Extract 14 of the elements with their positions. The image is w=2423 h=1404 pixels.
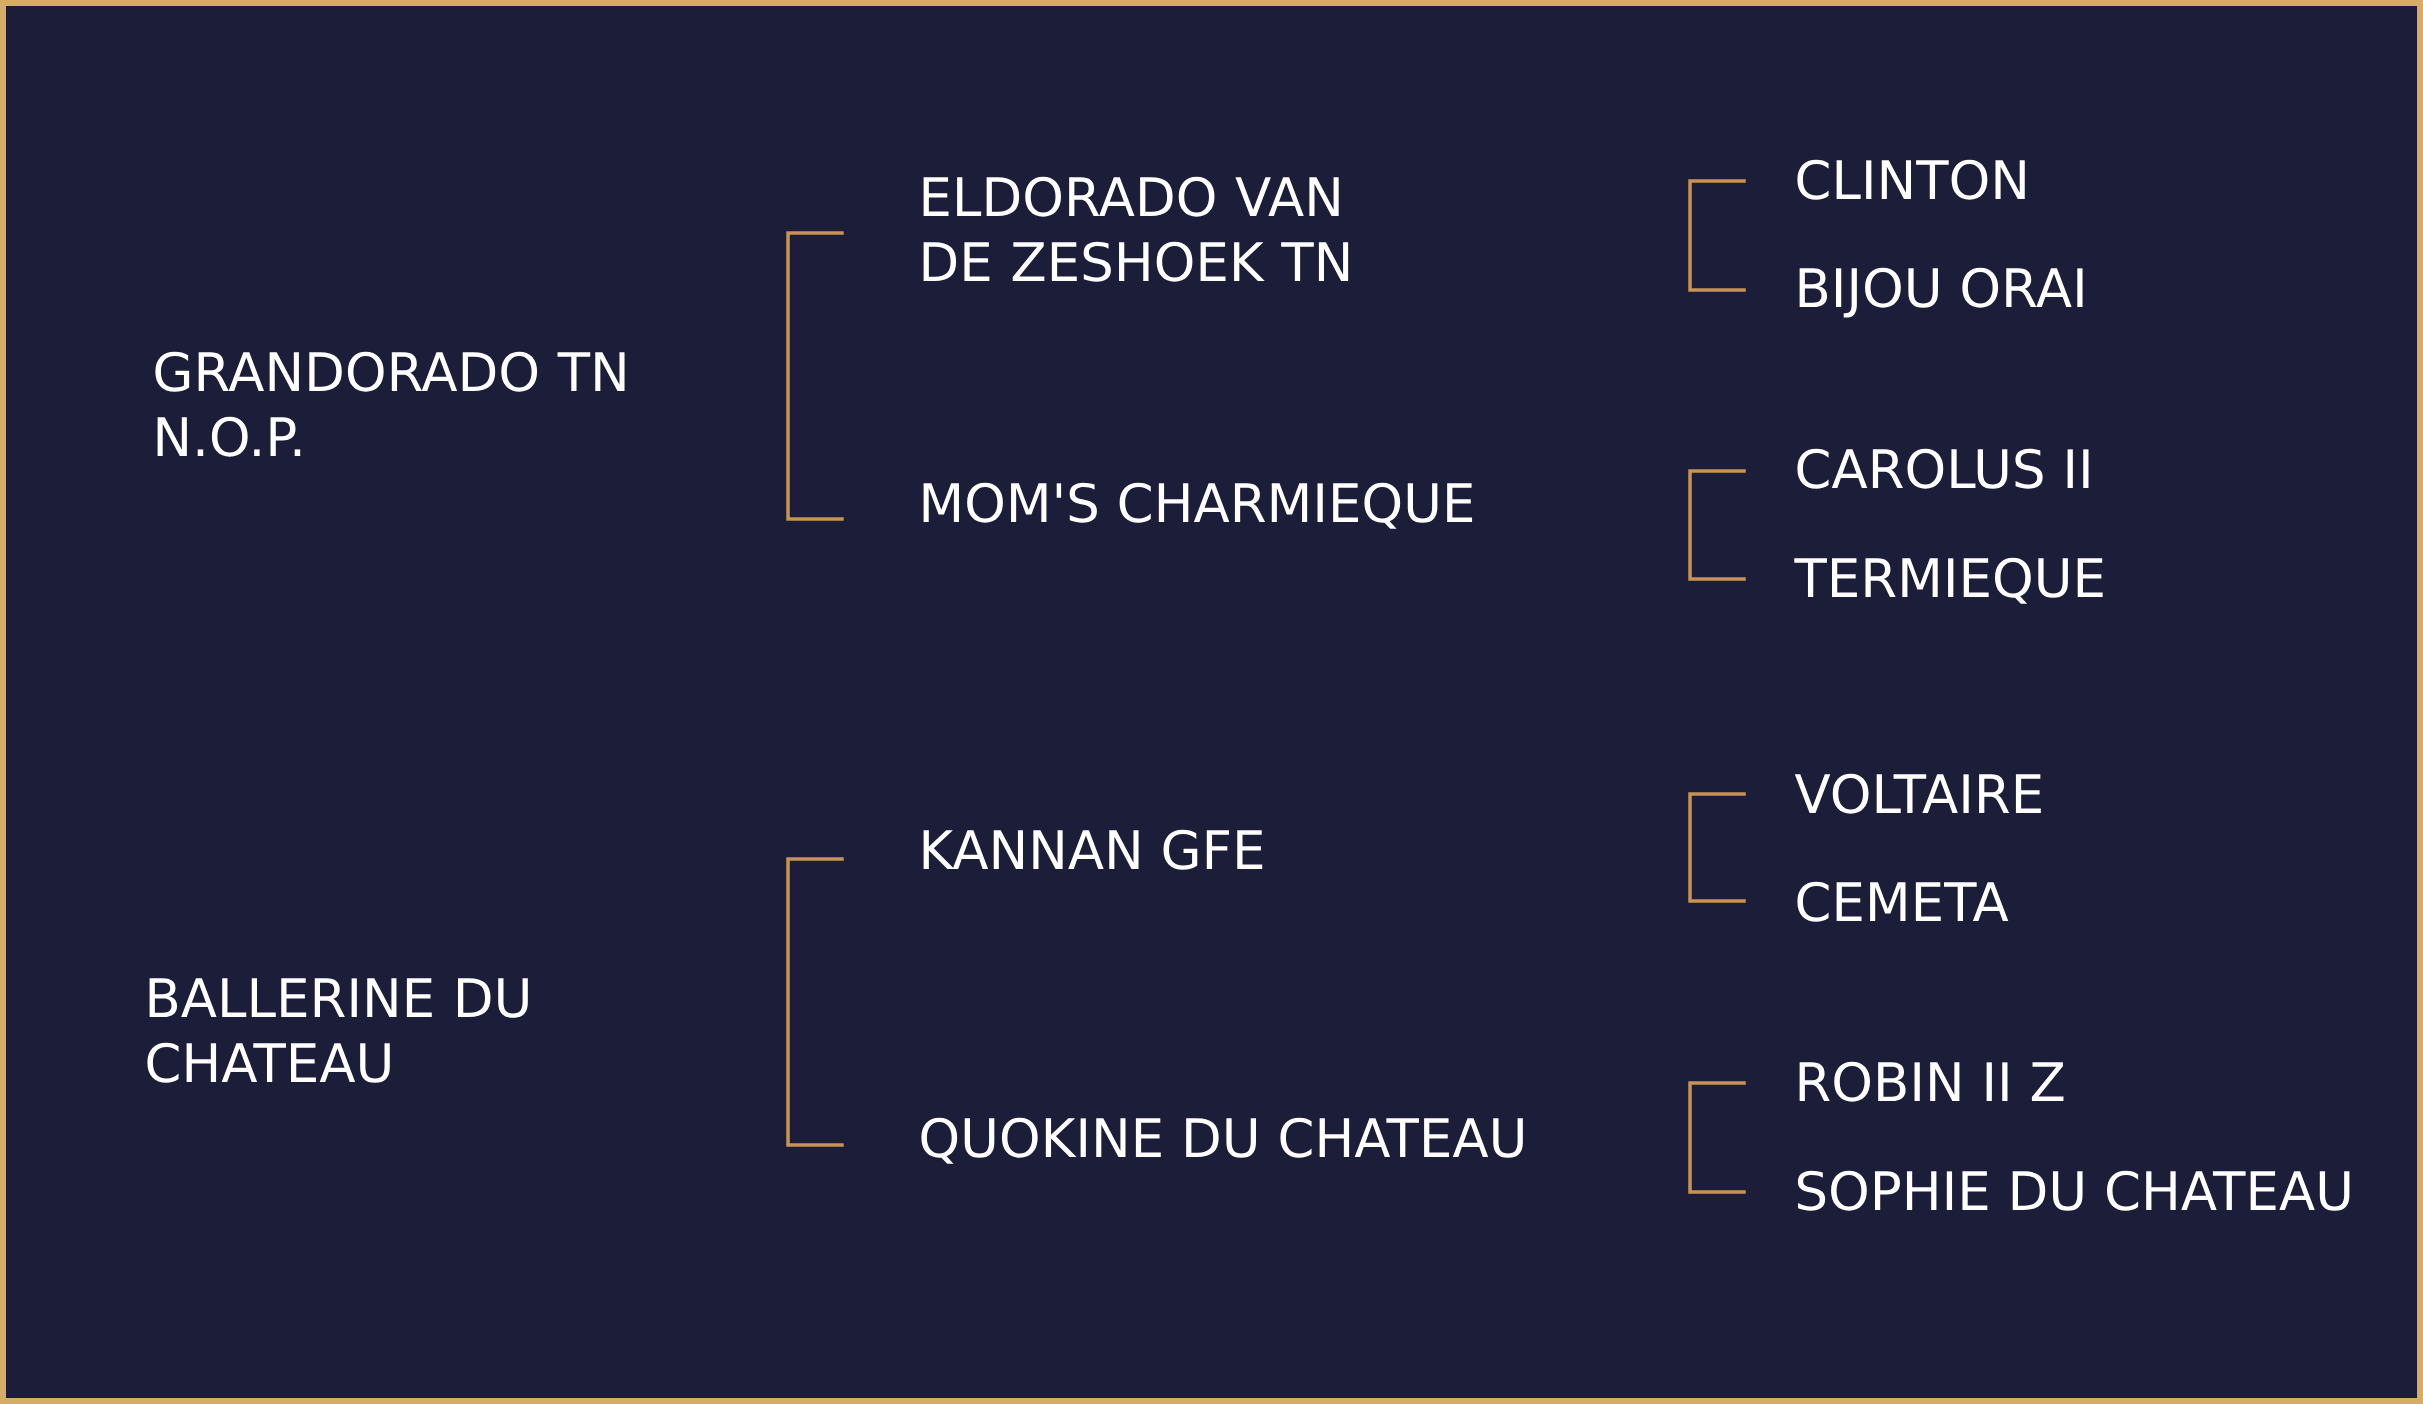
name-label: QUOKINE DU CHATEAU	[921, 1117, 1523, 1164]
name-label: CEMETA	[1797, 881, 2009, 922]
name-label: CAROLUS II	[1797, 448, 2089, 489]
name-label: TERMIEQUE	[1794, 557, 2103, 604]
name-label: ELDORADO VAN DE ZESHOEK TN	[923, 176, 1349, 282]
name-label: ROBIN II Z	[1799, 1061, 2064, 1102]
name-label: BIJOU ORAI	[1799, 267, 2083, 318]
name-label: MOM'S CHARMIEQUE	[923, 482, 1473, 529]
name-label: SOPHIE DU CHATEAU	[1797, 1170, 2350, 1211]
name-label: KANNAN GFE	[923, 829, 1263, 870]
name-label: VOLTAIRE	[1794, 773, 2041, 814]
name-label: CLINTON	[1797, 159, 2025, 200]
name-label: BALLERINE DU CHATEAU	[147, 978, 528, 1083]
name-label: GRANDORADO TN N.O.P.	[155, 351, 625, 457]
